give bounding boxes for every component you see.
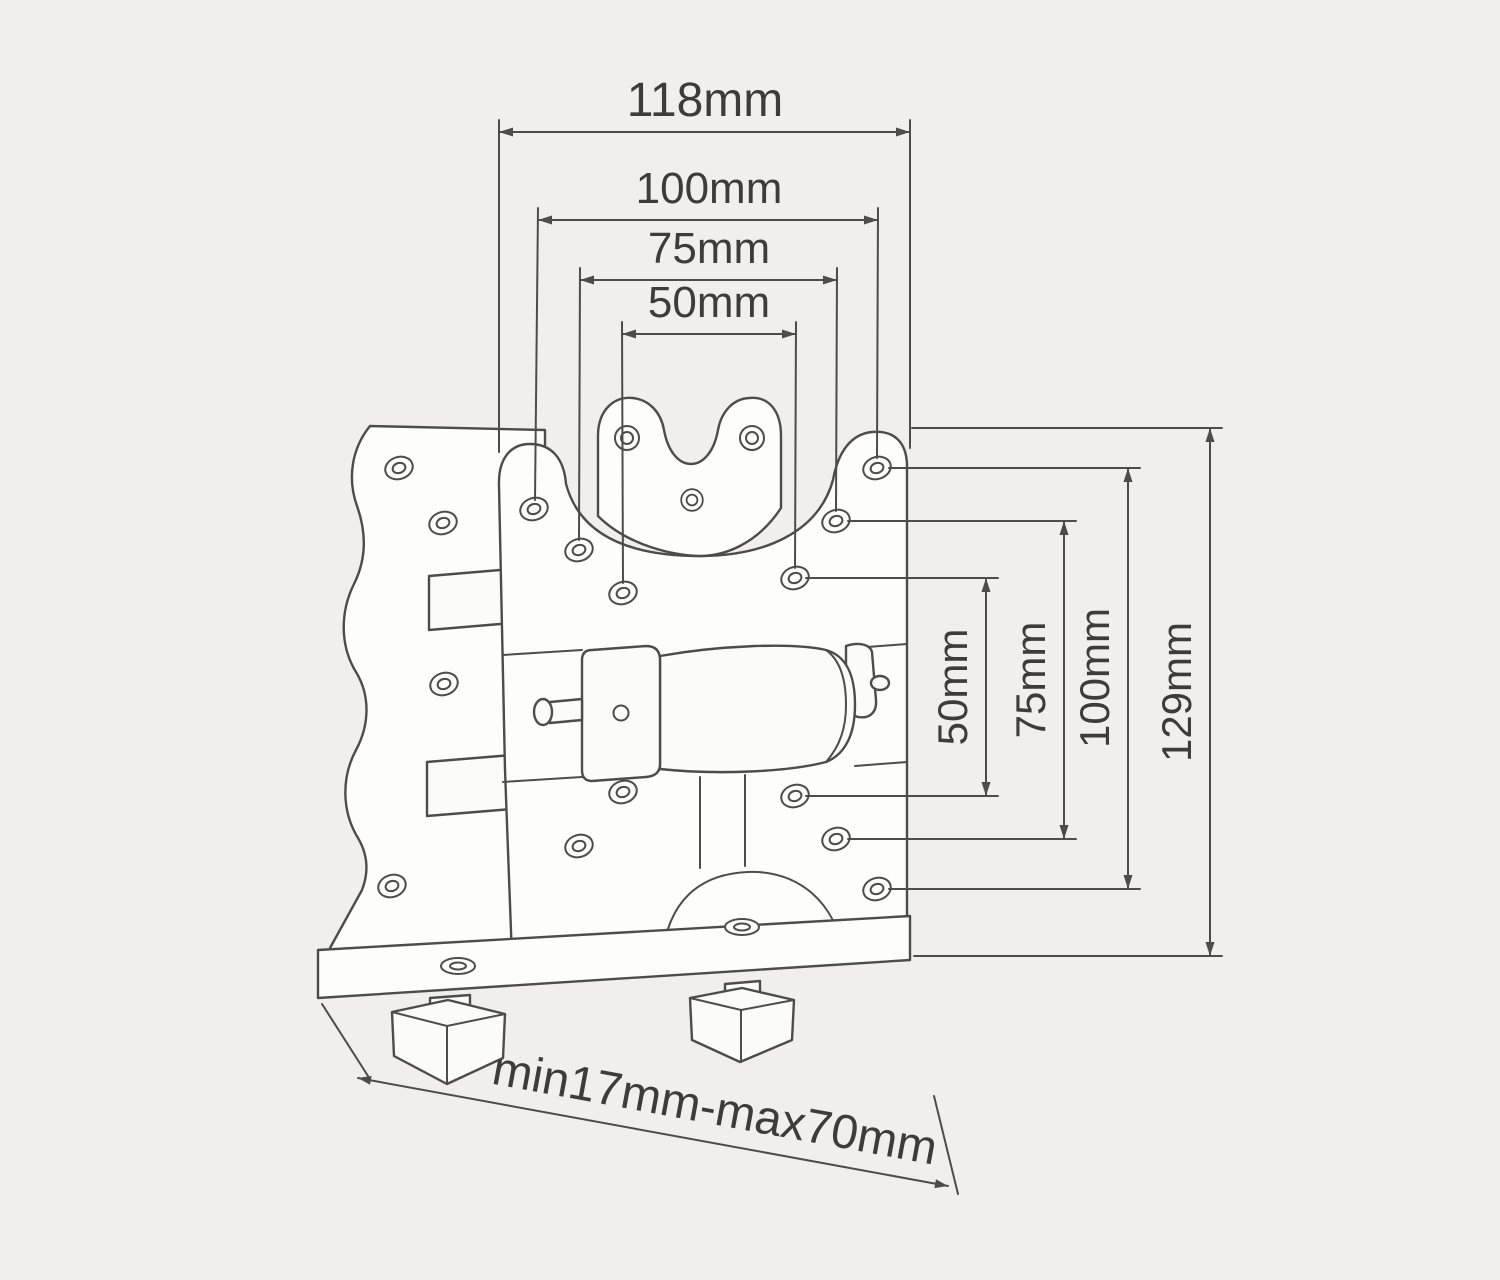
bracket-drawing bbox=[316, 396, 912, 1086]
dimension-top-118: 118mm bbox=[498, 74, 911, 453]
knob-facets bbox=[689, 997, 795, 1063]
dim-label-right-50: 50mm bbox=[929, 629, 976, 746]
screw-head bbox=[532, 697, 554, 727]
base-hole-inner bbox=[733, 922, 751, 932]
dim-label-50: 50mm bbox=[648, 278, 770, 327]
clamp-strap bbox=[658, 644, 857, 774]
dimension-right-129: 129mm bbox=[911, 427, 1223, 957]
dim-label-right-75: 75mm bbox=[1007, 622, 1054, 739]
knob-facets bbox=[391, 1011, 506, 1085]
rail-hole bbox=[680, 488, 704, 512]
dimension-top-100: 100mm bbox=[534, 164, 879, 501]
clamp-hole bbox=[612, 704, 630, 722]
base-hole bbox=[440, 957, 476, 975]
clamp-block bbox=[580, 644, 662, 783]
thumbscrew-knob bbox=[390, 998, 507, 1086]
dim-label-118: 118mm bbox=[627, 74, 784, 127]
rail-lines bbox=[699, 774, 746, 869]
base-hole bbox=[724, 918, 760, 936]
dimension-right-75: 75mm bbox=[847, 520, 1077, 840]
right-thumbscrew bbox=[688, 979, 796, 1064]
dim-label-right-100: 100mm bbox=[1071, 608, 1118, 748]
base-plate bbox=[316, 914, 912, 1000]
plate-seam bbox=[502, 643, 908, 783]
base-hole-inner bbox=[449, 961, 467, 971]
dimension-top-50: 50mm bbox=[621, 278, 797, 584]
rail-hole bbox=[614, 425, 640, 451]
center-rail bbox=[596, 396, 783, 558]
dimension-right-100: 100mm bbox=[888, 467, 1141, 890]
dim-label-clamp-range: min17mm-max70mm bbox=[488, 1042, 941, 1175]
dimension-right-50: 50mm bbox=[805, 577, 999, 797]
back-plate bbox=[328, 424, 547, 964]
strap-inner-edge bbox=[825, 649, 848, 763]
dimension-top-75: 75mm bbox=[578, 224, 838, 541]
rail-hole bbox=[739, 425, 765, 451]
screw-shaft bbox=[548, 697, 584, 725]
dim-label-100: 100mm bbox=[636, 164, 783, 213]
dim-label-75: 75mm bbox=[648, 224, 770, 273]
arch-cutout bbox=[661, 870, 845, 959]
left-thumbscrew bbox=[390, 993, 507, 1086]
pivot-pin bbox=[869, 674, 891, 692]
dim-label-right-129: 129mm bbox=[1153, 622, 1200, 762]
clamp bbox=[532, 642, 891, 783]
